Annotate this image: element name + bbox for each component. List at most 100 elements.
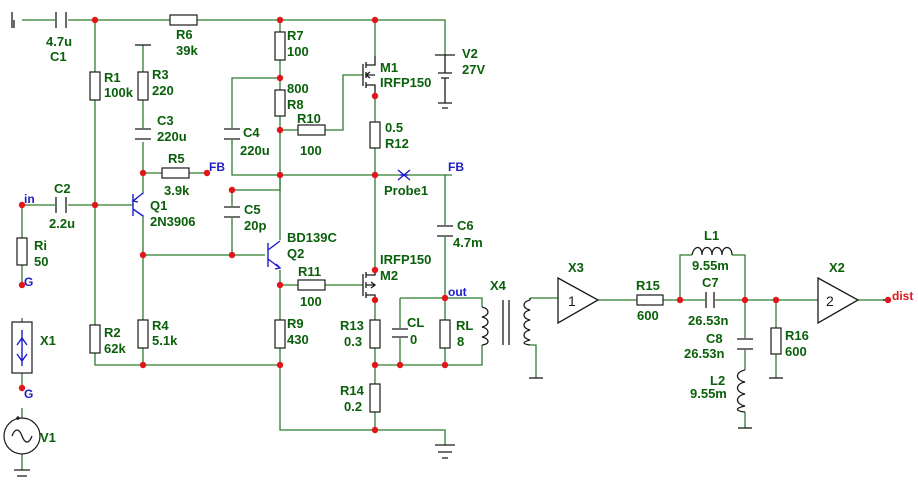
label-q1-ref: Q1 xyxy=(150,198,167,213)
resistor-r3 xyxy=(137,71,149,101)
label-r14-value: 0.2 xyxy=(344,399,362,414)
resistor-r5 xyxy=(161,167,190,179)
junction-node xyxy=(18,281,26,289)
label-l2-ref: L2 xyxy=(710,373,725,388)
label-v2-ref: V2 xyxy=(462,46,478,61)
label-r7-value: 100 xyxy=(287,44,309,59)
ground-symbols xyxy=(11,12,783,477)
transistor-q1 xyxy=(131,192,144,217)
resistor-rl xyxy=(439,319,451,349)
label-x4-ref: X4 xyxy=(490,278,507,293)
label-c5-value: 20p xyxy=(244,218,266,233)
junction-node xyxy=(371,296,379,304)
resistor-r4 xyxy=(137,319,149,349)
opamp-x3 xyxy=(557,276,600,325)
junction-node xyxy=(18,201,26,209)
label-m1-value: IRFP150 xyxy=(380,75,431,90)
label-r12-ref: R12 xyxy=(385,136,409,151)
battery-v2 xyxy=(438,55,452,103)
net-label-g-x1: G xyxy=(24,387,33,401)
label-r11-value: 100 xyxy=(300,294,322,309)
junction-node xyxy=(203,169,211,177)
label-r9-ref: R9 xyxy=(287,316,304,331)
junction-node xyxy=(371,16,379,24)
junction-node xyxy=(18,384,26,392)
label-c7-value: 26.53n xyxy=(688,313,729,328)
label-x1-ref: X1 xyxy=(40,333,56,348)
resistor-r15 xyxy=(636,294,664,306)
ground-v2 xyxy=(438,102,452,109)
label-m2-ref: M2 xyxy=(380,268,398,283)
source-v1 xyxy=(3,416,41,455)
label-r8-value: 800 xyxy=(287,81,309,96)
junction-nodes xyxy=(18,16,892,434)
label-v2-value: 27V xyxy=(462,62,485,77)
label-r15-ref: R15 xyxy=(636,278,660,293)
label-x2-gain: 2 xyxy=(826,293,834,309)
label-c8-ref: C8 xyxy=(706,331,723,346)
junction-node xyxy=(91,201,99,209)
label-x3-gain: 1 xyxy=(568,293,576,309)
label-r13-value: 0.3 xyxy=(344,334,362,349)
label-r6-value: 39k xyxy=(176,43,198,58)
junction-node xyxy=(276,361,284,369)
label-q1-value: 2N3906 xyxy=(150,214,196,229)
junction-node xyxy=(741,296,749,304)
resistor-r11 xyxy=(297,279,326,291)
junction-node xyxy=(139,251,147,259)
junction-node xyxy=(676,296,684,304)
capacitor-cl xyxy=(392,328,408,338)
label-r1-value: 100k xyxy=(104,85,134,100)
junction-node xyxy=(441,294,449,302)
label-r8-ref: R8 xyxy=(287,97,304,112)
label-r10-value: 100 xyxy=(300,143,322,158)
junction-node xyxy=(276,281,284,289)
net-label-in: in xyxy=(24,192,35,206)
label-c2-value: 2.2u xyxy=(49,216,75,231)
inductor-l2 xyxy=(736,369,746,413)
label-r5-ref: R5 xyxy=(168,151,185,166)
label-m1-ref: M1 xyxy=(380,60,398,75)
resistor-r13 xyxy=(369,319,381,349)
inductor-l1 xyxy=(691,246,733,256)
label-r7-ref: R7 xyxy=(287,28,304,43)
opamp-x2 xyxy=(817,276,860,325)
junction-node xyxy=(139,361,147,369)
net-label-g-ri: G xyxy=(24,275,33,289)
label-r2-value: 62k xyxy=(104,341,126,356)
label-r12-value: 0.5 xyxy=(385,120,403,135)
resistor-r12 xyxy=(369,121,381,149)
resistor-r14 xyxy=(369,383,381,413)
probe-1 xyxy=(397,169,411,181)
net-labels: in FB FB out dist G G xyxy=(24,160,913,401)
label-ri-ref: Ri xyxy=(34,238,47,253)
capacitor-c2 xyxy=(55,197,67,213)
label-r14-ref: R14 xyxy=(340,383,365,398)
transistor-q2 xyxy=(267,240,282,270)
label-x3-ref: X3 xyxy=(568,260,584,275)
junction-node xyxy=(884,296,892,304)
label-r13-ref: R13 xyxy=(340,318,364,333)
label-r6-ref: R6 xyxy=(176,27,193,42)
label-c1-value: 4.7u xyxy=(46,34,72,49)
net-label-fb-right: FB xyxy=(448,160,464,174)
label-c1-ref: C1 xyxy=(50,49,67,64)
resistor-r8 xyxy=(274,89,286,117)
label-r16-value: 600 xyxy=(785,344,807,359)
resistor-r2 xyxy=(89,324,101,354)
label-r16-ref: R16 xyxy=(785,328,809,343)
label-c4-ref: C4 xyxy=(243,125,260,140)
junction-node xyxy=(276,74,284,82)
junction-node xyxy=(396,361,404,369)
junction-node xyxy=(371,361,379,369)
label-c5-ref: C5 xyxy=(244,202,261,217)
label-r4-value: 5.1k xyxy=(152,333,178,348)
label-c8-value: 26.53n xyxy=(684,346,725,361)
label-r9-value: 430 xyxy=(287,332,309,347)
junction-node xyxy=(371,171,379,179)
junction-node xyxy=(139,169,147,177)
label-r3-value: 220 xyxy=(152,83,174,98)
label-q2-value: BD139C xyxy=(287,230,337,245)
label-rl-ref: RL xyxy=(456,318,473,333)
label-r5-value: 3.9k xyxy=(164,183,190,198)
